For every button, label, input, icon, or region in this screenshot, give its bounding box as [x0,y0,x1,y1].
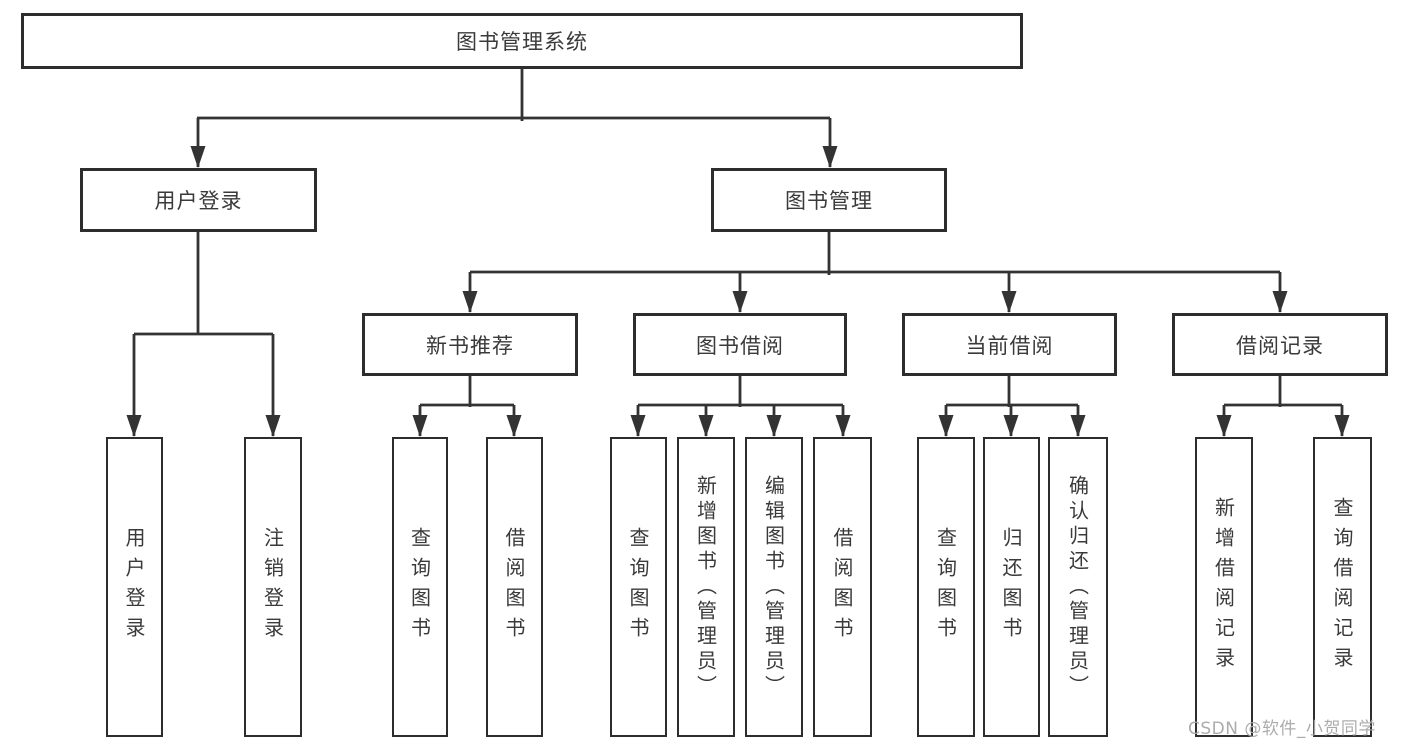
leaf-borrow-borrow-book: 借阅图书 [813,437,872,737]
leaf-current-confirm-return-admin: 确认归还（管理员） [1048,437,1108,737]
leaf-logout: 注销登录 [244,437,302,737]
node-borrow-record: 借阅记录 [1172,313,1388,376]
node-book-borrow: 图书借阅 [633,313,847,376]
node-current-borrow: 当前借阅 [902,313,1117,376]
csdn-watermark: CSDN @软件_小贺同学 [1188,719,1376,739]
leaf-user-login: 用户登录 [106,437,163,737]
leaf-current-return-book: 归还图书 [983,437,1040,737]
leaf-newbook-borrow-book: 借阅图书 [486,437,543,737]
leaf-record-query-record: 查询借阅记录 [1313,437,1372,737]
node-new-book-recommend: 新书推荐 [362,313,578,376]
leaf-current-query-book: 查询图书 [917,437,975,737]
node-user-login: 用户登录 [80,168,317,232]
node-root-system: 图书管理系统 [21,13,1023,69]
leaf-newbook-query-book: 查询图书 [392,437,448,737]
leaf-record-add-record: 新增借阅记录 [1195,437,1253,737]
node-book-management: 图书管理 [711,168,947,232]
leaf-borrow-query-book: 查询图书 [610,437,667,737]
leaf-borrow-add-book-admin: 新增图书（管理员） [677,437,735,737]
leaf-borrow-edit-book-admin: 编辑图书（管理员） [745,437,803,737]
